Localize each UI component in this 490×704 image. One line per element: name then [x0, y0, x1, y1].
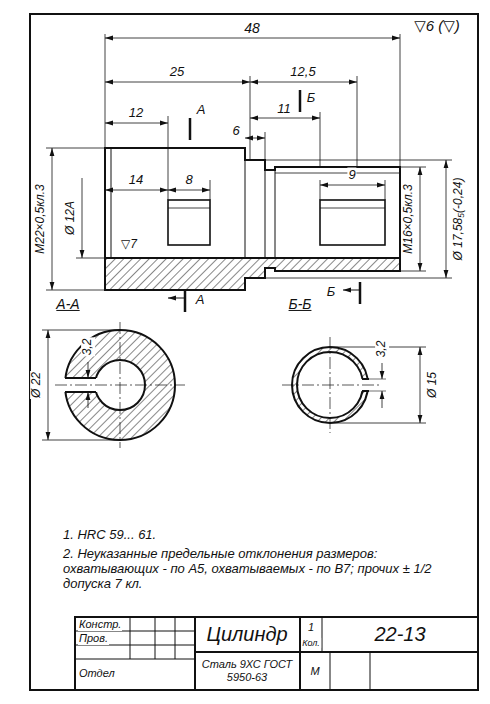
section-letter: Б	[306, 91, 316, 106]
table-cell: Сталь 9ХС ГОСТ 5950-63	[196, 658, 298, 683]
roughness-mark: ▽6 (▽)	[413, 17, 461, 34]
main-view	[105, 148, 400, 290]
roughness-mark: ▽7	[120, 238, 138, 252]
table-cell: Пров.	[78, 632, 109, 645]
dimension-value: 12,5	[289, 65, 316, 80]
table-cell: Констр.	[78, 618, 122, 631]
note-text: 2. Неуказанные предельные отклонения раз…	[62, 547, 464, 592]
title-block	[75, 617, 478, 690]
dimension-lines	[46, 34, 452, 290]
dimension-value: Ø 15	[426, 371, 440, 399]
section-marks	[168, 90, 360, 312]
table-cell: 22-13	[373, 623, 426, 646]
section-title: Б-Б	[288, 296, 313, 312]
dimension-value: 25	[169, 65, 185, 80]
dimension-value: 6	[231, 124, 240, 139]
dimension-value: M16×0,5кл.3	[402, 183, 416, 254]
dimension-value: 3,2	[375, 340, 389, 359]
section-letter: Б	[326, 285, 336, 300]
dimension-value: Ø 22	[30, 371, 44, 399]
table-cell: 1	[307, 621, 315, 634]
dimension-value: 12	[128, 106, 144, 121]
note-text: 1. HRC 59... 61.	[62, 528, 464, 543]
dimension-value: 8	[184, 173, 193, 188]
dimension-value: Ø 12А	[64, 200, 78, 236]
table-cell: М	[309, 665, 320, 678]
table-cell: Отдел	[78, 667, 116, 680]
dimension-value: Ø 17,58₅(-0,24)	[452, 177, 466, 262]
table-cell: Кол.	[301, 638, 321, 648]
dimension-value: 11	[276, 102, 292, 117]
dimension-value: M22×0,5кл.3	[34, 183, 48, 254]
section-b-b	[282, 337, 426, 433]
section-a-a	[42, 322, 185, 448]
section-letter: А	[195, 293, 206, 308]
dimension-value: 14	[128, 173, 144, 188]
table-cell: Цилиндр	[205, 623, 288, 646]
dimension-value: 48	[243, 20, 261, 36]
dimension-value: 9	[347, 168, 356, 183]
sheet-frame	[30, 14, 478, 690]
section-title: А-А	[55, 296, 80, 312]
dimension-value: 3,2	[81, 338, 95, 357]
section-letter: А	[196, 103, 207, 118]
